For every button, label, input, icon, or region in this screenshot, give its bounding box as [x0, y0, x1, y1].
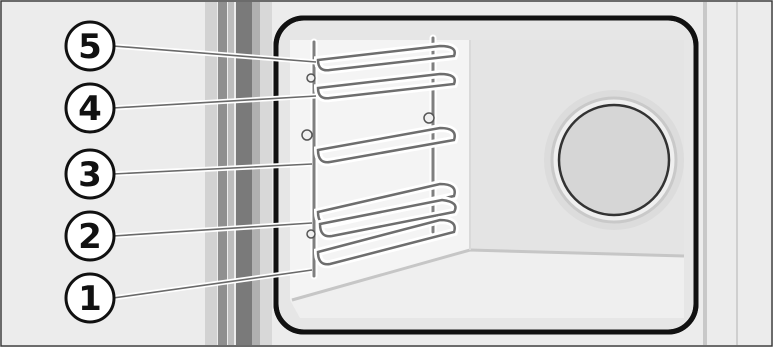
callout-number: 5 [78, 27, 102, 67]
callout-2: 2 [66, 212, 114, 260]
callout-number: 4 [78, 89, 102, 129]
fan-cover-icon [544, 90, 684, 230]
callout-4: 4 [66, 84, 114, 132]
callout-number: 3 [78, 155, 102, 195]
callout-number: 2 [78, 217, 102, 257]
callout-number: 1 [78, 279, 102, 319]
callout-5: 5 [66, 22, 114, 70]
callout-3: 3 [66, 150, 114, 198]
callout-1: 1 [66, 274, 114, 322]
